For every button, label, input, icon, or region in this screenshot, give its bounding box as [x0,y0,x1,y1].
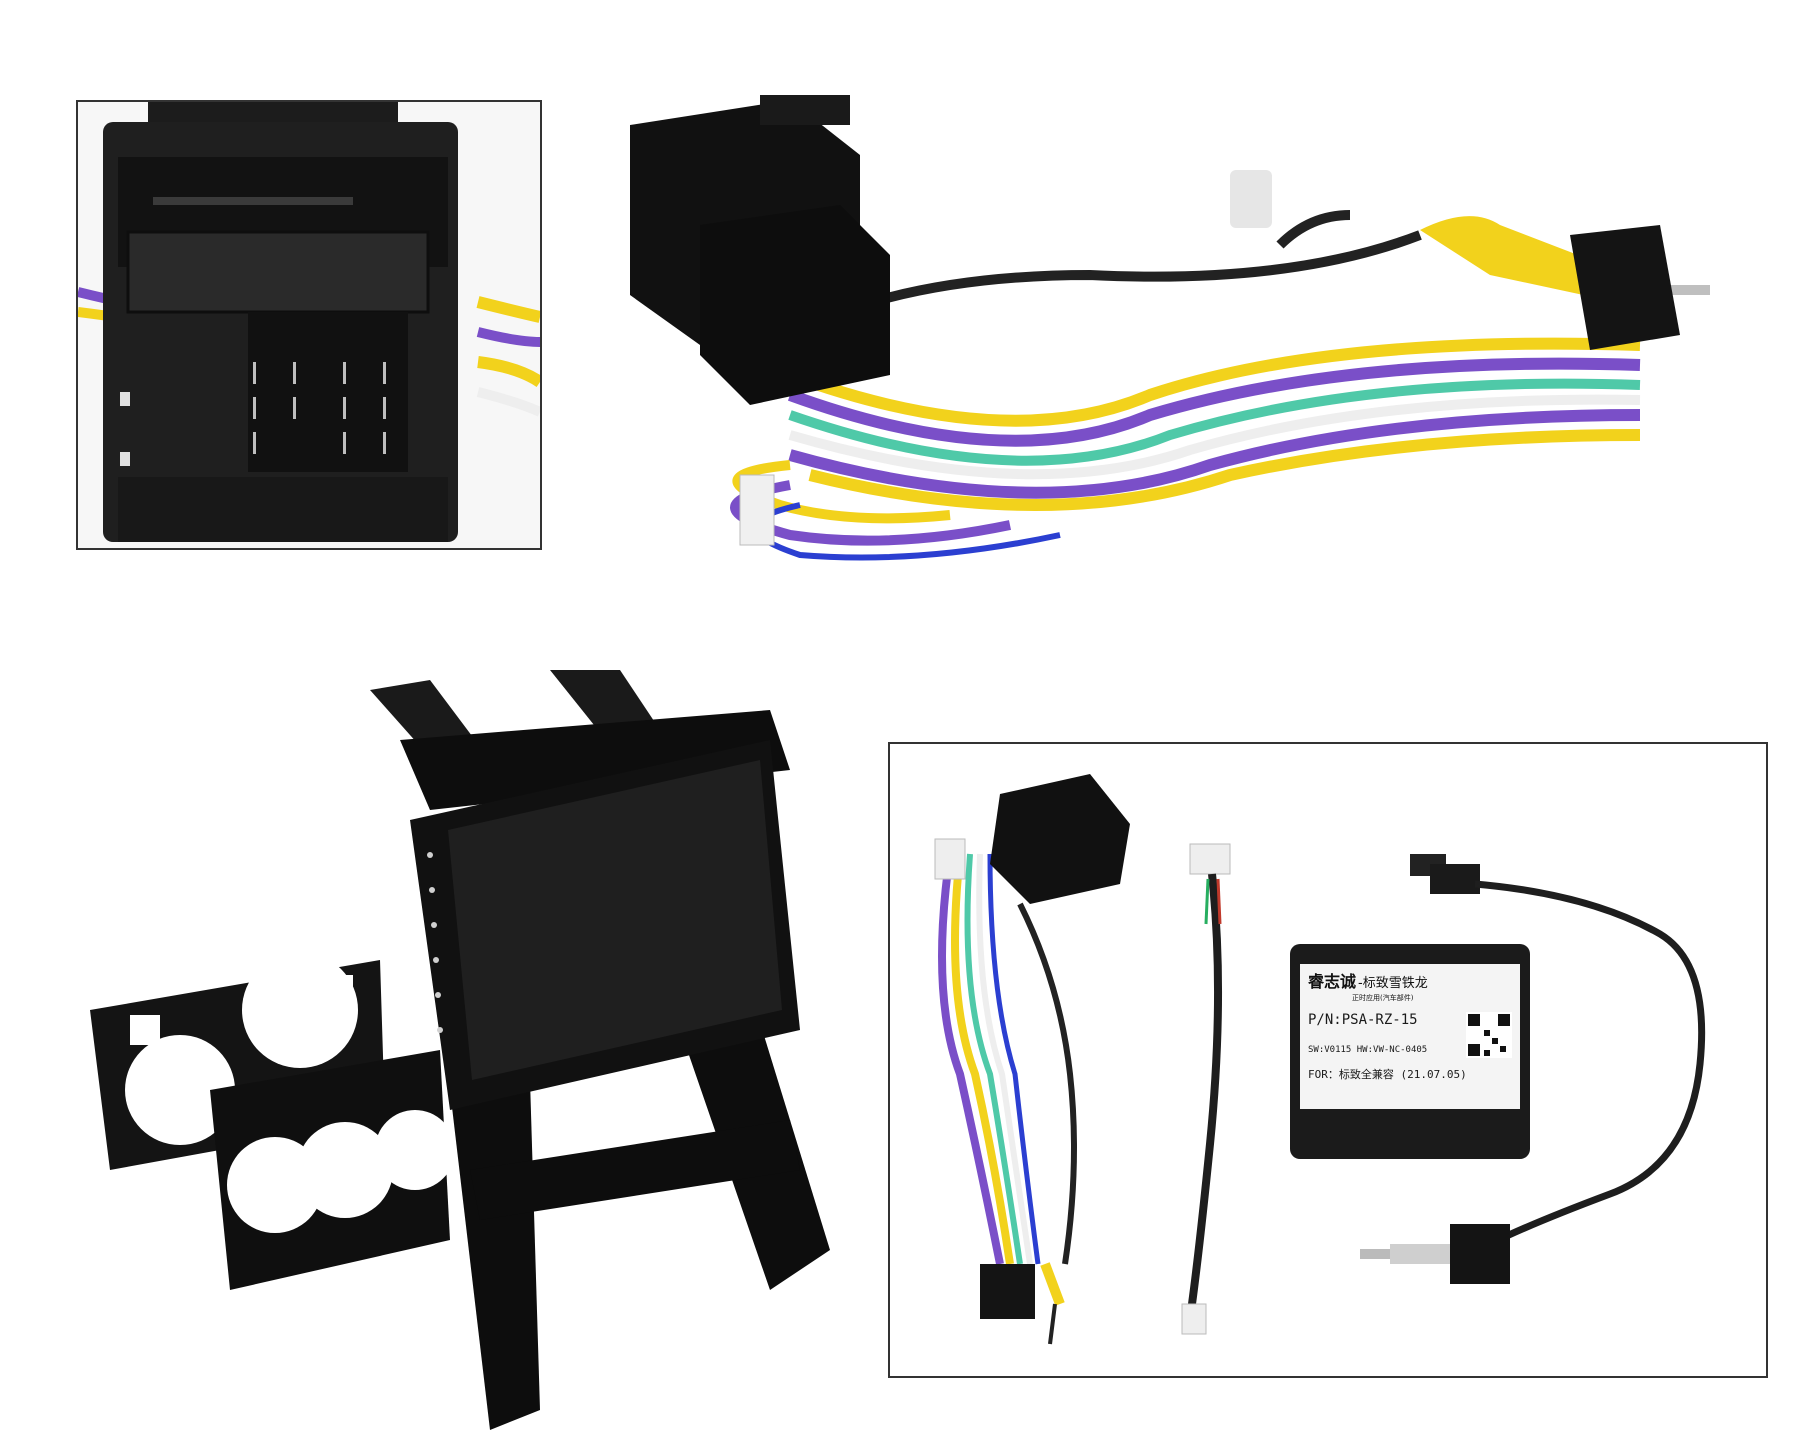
head-unit-drawing [90,670,830,1430]
decoder-model-text: -标致雪铁龙 [1358,976,1428,991]
wiring-harness-image [590,95,1790,565]
antenna-adapter-cable [1360,854,1706,1284]
decoder-qr-code [1466,1012,1512,1058]
accessories-drawing: 睿志诚 -标致雪铁龙 正时应用(汽车部件) P/N:PSA-RZ-15 SW:V… [934,774,1706,1345]
harness-end-connector [1570,225,1680,350]
wiring-harness-drawing [630,95,1710,561]
decoder-for-line: FOR：标致全兼容 (21.07.05) [1308,1067,1467,1081]
head-unit-and-dash-panels [70,650,860,1440]
connector-closeup-inset [76,100,542,550]
decoder-part-number: P/N:PSA-RZ-15 [1308,1012,1418,1028]
ac-vent-panel-front [210,1050,455,1290]
harness-small [934,774,1130,1345]
quadlock-connector-face [78,102,540,542]
can-decoder-box: 睿志诚 -标致雪铁龙 正时应用(汽车部件) P/N:PSA-RZ-15 SW:V… [1290,944,1530,1159]
main-plug-connector [630,95,890,405]
ac-vent-panel-rear [90,952,385,1170]
decoder-subtitle-text: 正时应用(汽车部件) [1352,993,1414,1002]
thin-cable [1181,843,1231,1335]
accessories-inset: 睿志诚 -标致雪铁龙 正时应用(汽车部件) P/N:PSA-RZ-15 SW:V… [888,742,1768,1378]
decoder-versions: SW:V0115 HW:VW-NC-0405 [1308,1045,1427,1055]
cable-label-sleeve [1230,170,1272,228]
decoder-brand-text: 睿志诚 [1308,972,1356,991]
head-unit-screen [410,740,800,1110]
